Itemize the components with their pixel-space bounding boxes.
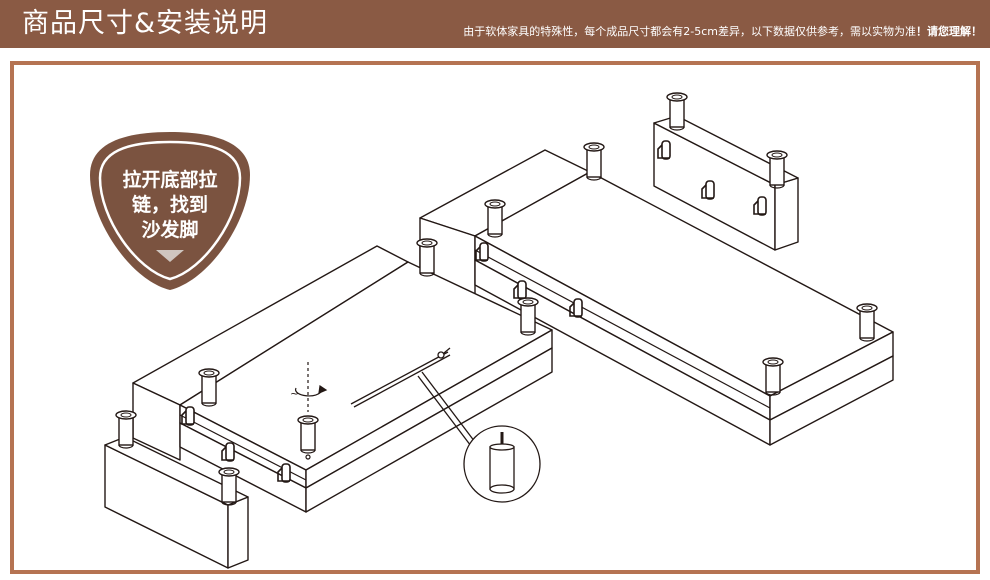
svg-text:~: ~ [290,387,299,400]
disclaimer-text: 由于软体家具的特殊性，每个成品尺寸都会有2-5cm差异，以下数据仅供参考，需以实… [463,25,916,38]
leg-callout [417,371,541,503]
badge-line-1: 拉开底部拉 [122,169,218,191]
disclaimer-tail: ！请您理解！ [916,25,982,38]
backrest-right-end [774,177,799,251]
page-title: 商品尺寸&安装说明 [22,8,269,39]
badge-line-2: 链，找到 [131,194,208,216]
assembly-tool [350,347,451,408]
badge-line-3: 沙发脚 [141,219,199,241]
header-bar: 商品尺寸&安装说明 由于软体家具的特殊性，每个成品尺寸都会有2-5cm差异，以下… [0,0,990,48]
size-disclaimer: 由于软体家具的特殊性，每个成品尺寸都会有2-5cm差异，以下数据仅供参考，需以实… [463,22,982,42]
install-leg-detail: ~ [290,362,328,460]
badge-instruction-text: 拉开底部拉 链，找到 沙发脚 [100,168,240,243]
arrow-down-icon [156,250,184,262]
